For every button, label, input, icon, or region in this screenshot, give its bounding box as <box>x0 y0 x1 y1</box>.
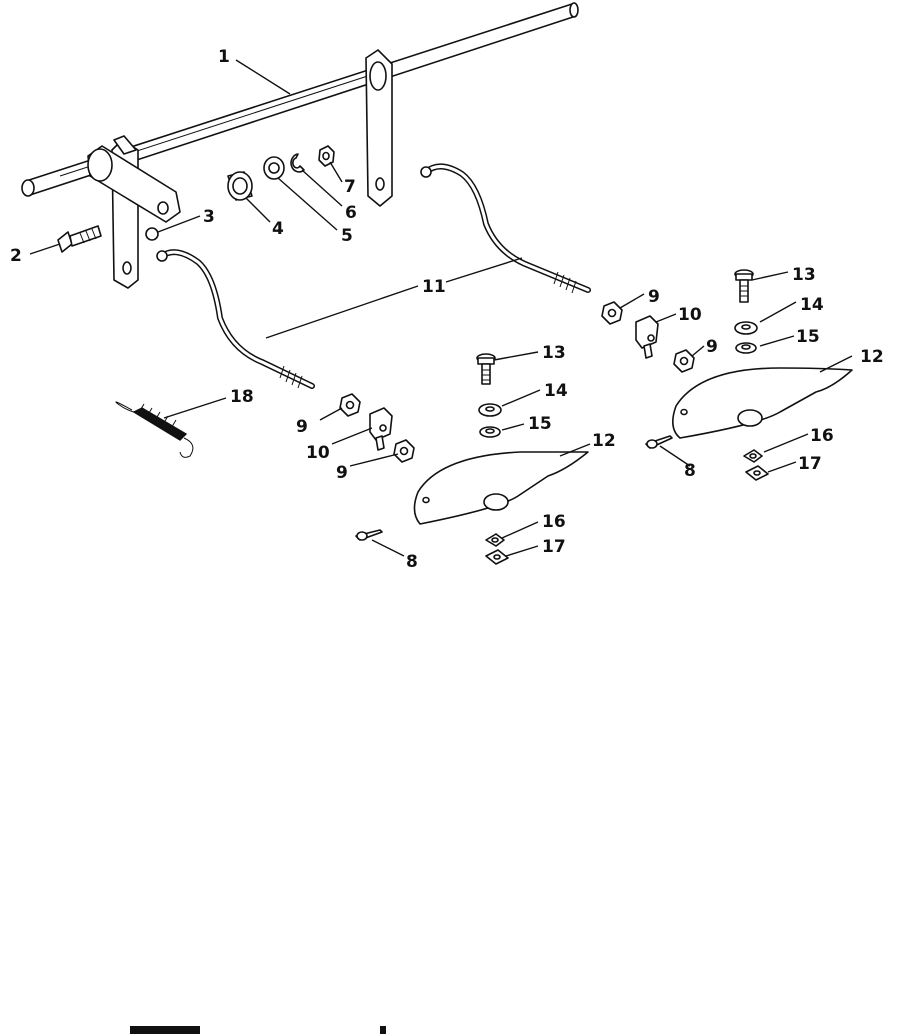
lock-nut-16-right <box>743 449 763 463</box>
callout-1: 1 <box>218 47 230 67</box>
washer-14-left <box>478 403 502 417</box>
callout-5: 5 <box>341 226 353 246</box>
pin-3 <box>145 227 159 241</box>
callout-8-left: 8 <box>406 552 418 572</box>
callout-17-right: 17 <box>798 454 822 474</box>
nut-9-right-upper <box>601 301 623 325</box>
callout-11: 11 <box>422 277 446 297</box>
right-bracket <box>365 49 393 207</box>
clip-nut-17-right <box>745 465 769 481</box>
bottom-edge-fragment <box>380 1026 386 1034</box>
callout-12-right: 12 <box>860 347 884 367</box>
bottom-edge-fragment <box>130 1026 200 1034</box>
rod-left <box>156 249 315 389</box>
callout-15-left: 15 <box>528 414 552 434</box>
plate-12-left <box>413 451 589 525</box>
clevis-10-right <box>635 315 659 359</box>
callout-10-right: 10 <box>678 305 702 325</box>
nut-9-left-upper <box>339 393 361 417</box>
leader-lines <box>29 59 853 557</box>
bolt-13-left <box>476 353 496 385</box>
callout-9-right-lower: 9 <box>706 337 718 357</box>
nut-9-right-lower <box>673 349 695 373</box>
callout-9-right-upper: 9 <box>648 287 660 307</box>
callout-14-right: 14 <box>800 295 824 315</box>
callout-12-left: 12 <box>592 431 616 451</box>
callout-13-left: 13 <box>542 343 566 363</box>
bolt-2 <box>57 225 102 253</box>
nut-9-left-lower <box>393 439 415 463</box>
callout-3: 3 <box>203 207 215 227</box>
callout-16-left: 16 <box>542 512 566 532</box>
callout-labels: 1 2 3 4 5 6 7 8 8 9 9 9 9 10 10 11 12 12… <box>10 47 884 572</box>
lock-nut-16-left <box>485 533 505 547</box>
washer-14-right <box>734 321 758 335</box>
callout-15-right: 15 <box>796 327 820 347</box>
plate-12-right <box>672 367 853 439</box>
clip-nut-17-left <box>485 549 509 565</box>
callout-8-right: 8 <box>684 461 696 481</box>
callout-9-left-lower: 9 <box>336 463 348 483</box>
washer-5 <box>263 156 285 180</box>
rod-right <box>420 163 591 294</box>
clevis-10-left <box>369 407 393 451</box>
callout-7: 7 <box>344 177 356 197</box>
nut-7 <box>318 145 335 167</box>
cotter-pin-8-right <box>645 435 673 449</box>
lock-washer-6 <box>290 153 305 173</box>
spacer-4 <box>227 171 253 201</box>
callout-6: 6 <box>345 203 357 223</box>
callout-13-right: 13 <box>792 265 816 285</box>
callout-4: 4 <box>272 219 284 239</box>
spring-18 <box>115 401 194 458</box>
callout-18: 18 <box>230 387 254 407</box>
callout-17-left: 17 <box>542 537 566 557</box>
callout-9-left-upper: 9 <box>296 417 308 437</box>
bolt-13-right <box>734 269 754 303</box>
washer-15-left <box>479 426 501 438</box>
callout-16-right: 16 <box>810 426 834 446</box>
washer-15-right <box>735 342 757 354</box>
cotter-pin-8-left <box>355 529 383 541</box>
callout-10-left: 10 <box>306 443 330 463</box>
callout-2: 2 <box>10 246 22 266</box>
callout-14-left: 14 <box>544 381 568 401</box>
left-bracket <box>87 135 181 289</box>
